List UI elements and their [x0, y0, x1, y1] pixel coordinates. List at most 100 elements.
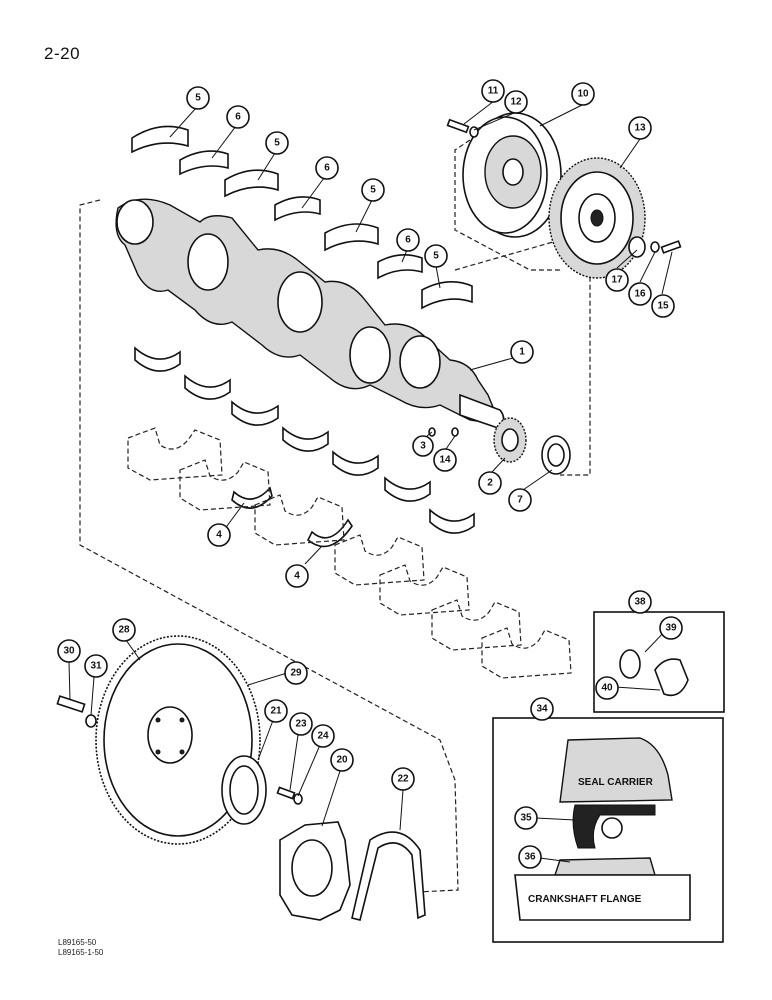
svg-text:5: 5	[433, 251, 439, 262]
svg-text:10: 10	[577, 89, 589, 100]
callout-1: 1	[510, 340, 534, 364]
thrust-washer	[306, 518, 353, 548]
callout-14: 14	[433, 448, 457, 472]
gasket	[351, 831, 426, 921]
svg-text:12: 12	[510, 97, 522, 108]
crankshaft	[115, 198, 505, 429]
flywheel	[95, 635, 261, 845]
callout-5: 5	[265, 131, 289, 155]
callout-12: 12	[504, 90, 528, 114]
callout-39: 39	[659, 616, 683, 640]
svg-text:6: 6	[405, 235, 411, 246]
svg-text:36: 36	[524, 852, 536, 863]
callout-15: 15	[651, 294, 675, 318]
callout-6: 6	[315, 156, 339, 180]
callout-24: 24	[311, 724, 335, 748]
svg-text:5: 5	[370, 185, 376, 196]
svg-text:15: 15	[657, 301, 669, 312]
svg-text:4: 4	[294, 571, 300, 582]
svg-text:31: 31	[90, 661, 102, 672]
bearing-shell	[324, 223, 379, 252]
svg-text:22: 22	[397, 774, 409, 785]
thrust-washer	[231, 486, 273, 509]
callout-38: 38	[628, 590, 652, 614]
front-seal	[541, 435, 571, 475]
svg-text:34: 34	[536, 704, 548, 715]
svg-text:24: 24	[317, 731, 329, 742]
callout-4: 4	[285, 564, 309, 588]
svg-text:38: 38	[634, 597, 646, 608]
callout-3: 3	[412, 435, 434, 457]
svg-text:29: 29	[290, 668, 302, 679]
callout-6: 6	[396, 228, 420, 252]
svg-text:23: 23	[295, 719, 307, 730]
callout-5: 5	[361, 178, 385, 202]
svg-text:40: 40	[601, 683, 613, 694]
bearing-shell	[131, 125, 189, 154]
seal-carrier-section	[559, 737, 673, 803]
flywheel-bolt	[56, 695, 97, 728]
rear-seal	[221, 755, 267, 825]
callout-36: 36	[518, 845, 542, 869]
callout-13: 13	[628, 116, 652, 140]
callout-2: 2	[478, 471, 502, 495]
bearing-shell	[224, 169, 279, 198]
svg-text:1: 1	[519, 347, 525, 358]
seal-carrier-label: SEAL CARRIER	[578, 777, 654, 788]
installer-tool	[654, 658, 689, 697]
figure-code: L89165-1-50	[58, 948, 104, 957]
crankshaft-pulley	[462, 112, 562, 238]
svg-text:3: 3	[420, 441, 426, 452]
callout-21: 21	[264, 699, 288, 723]
woodruff-key	[451, 427, 459, 437]
engine-block-outline	[79, 199, 459, 893]
lip-seal	[572, 804, 656, 849]
svg-text:16: 16	[634, 289, 646, 300]
svg-text:30: 30	[63, 646, 75, 657]
crankshaft-gear	[493, 417, 527, 463]
vibration-damper	[548, 157, 646, 279]
callout-4: 4	[207, 523, 231, 547]
callout-40: 40	[595, 676, 619, 700]
page-number: 2-20	[44, 44, 81, 63]
callout-23: 23	[289, 712, 313, 736]
callout-5: 5	[424, 244, 448, 268]
svg-text:11: 11	[488, 86, 499, 97]
svg-text:6: 6	[235, 112, 241, 123]
wear-sleeve	[619, 649, 641, 679]
bearing-shell	[421, 281, 473, 310]
callout-17: 17	[605, 268, 629, 292]
svg-text:21: 21	[270, 706, 282, 717]
callout-34: 34	[530, 697, 554, 721]
svg-text:5: 5	[274, 138, 280, 149]
callout-29: 29	[284, 661, 308, 685]
svg-text:17: 17	[611, 275, 623, 286]
svg-text:7: 7	[517, 495, 523, 506]
svg-text:35: 35	[520, 813, 532, 824]
svg-text:6: 6	[324, 163, 330, 174]
crankshaft-flange-label: CRANKSHAFT FLANGE	[528, 894, 642, 905]
callout-28: 28	[112, 618, 136, 642]
svg-text:20: 20	[336, 755, 348, 766]
callout-20: 20	[330, 748, 354, 772]
main-bearing-caps	[127, 427, 572, 679]
lower-bearing-shells	[134, 346, 475, 534]
seal-carrier-bolt	[276, 786, 303, 805]
svg-text:5: 5	[195, 93, 201, 104]
svg-text:28: 28	[118, 625, 130, 636]
crankshaft-flange-outline	[514, 874, 691, 921]
callout-30: 30	[57, 639, 81, 663]
callout-leaders	[68, 100, 673, 863]
callout-22: 22	[391, 767, 415, 791]
callout-10: 10	[571, 82, 595, 106]
crankshaft-flange-section	[554, 857, 656, 876]
callout-5: 5	[186, 86, 210, 110]
callout-7: 7	[508, 488, 532, 512]
callout-16: 16	[628, 282, 652, 306]
bearing-shell	[274, 196, 321, 222]
bearing-shell	[179, 150, 229, 176]
damper-bolt	[628, 236, 682, 258]
svg-text:13: 13	[634, 123, 646, 134]
figure-code: L89165-50	[58, 938, 97, 947]
